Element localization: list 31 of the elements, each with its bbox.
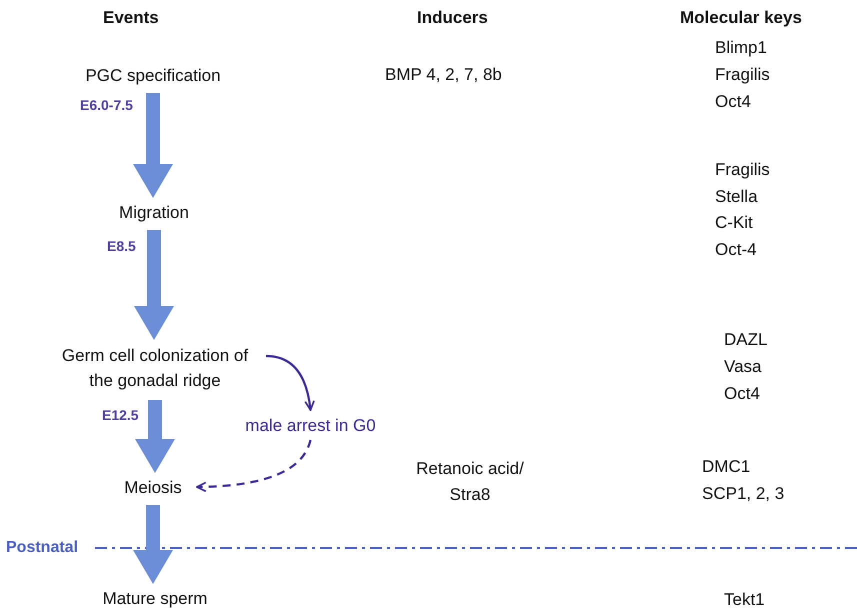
event-label: Meiosis xyxy=(113,475,193,499)
label-text: Vasa xyxy=(724,356,762,378)
label-text: SCP1, 2, 3 xyxy=(702,483,784,505)
event-label: Migration xyxy=(108,200,200,224)
event-label: male arrest in G0 xyxy=(228,412,393,438)
column-heading: Molecular keys xyxy=(680,7,802,29)
event-label: PGC specification xyxy=(60,63,246,87)
label-text: Oct-4 xyxy=(715,239,757,261)
event-label: Germ cell colonization of the gonadal ridge xyxy=(50,342,260,394)
label-text: Fragilis xyxy=(715,159,770,181)
label-text: Tekt1 xyxy=(724,589,765,611)
label-text: Oct4 xyxy=(724,383,760,405)
divider-label: Postnatal xyxy=(6,538,78,558)
block-arrow xyxy=(134,230,174,340)
event-label: Mature sperm xyxy=(85,586,225,610)
label-text: Fragilis xyxy=(715,64,770,86)
label-text: BMP 4, 2, 7, 8b xyxy=(385,64,502,86)
inducer-text: Retanoic acid/ Stra8 xyxy=(415,458,525,506)
label-text: Blimp1 xyxy=(715,37,767,59)
label-text: DAZL xyxy=(724,329,768,351)
column-heading: Inducers xyxy=(417,7,488,29)
block-arrow xyxy=(133,505,173,584)
column-heading: Events xyxy=(103,7,159,29)
dashed-arrow xyxy=(196,440,312,492)
label-text: C-Kit xyxy=(715,212,753,234)
label-text: DMC1 xyxy=(702,456,750,478)
label-text: Stella xyxy=(715,186,758,208)
curved-arrow xyxy=(266,354,315,411)
label-text: Oct4 xyxy=(715,91,751,113)
block-arrow xyxy=(133,93,173,198)
block-arrow xyxy=(135,400,175,473)
